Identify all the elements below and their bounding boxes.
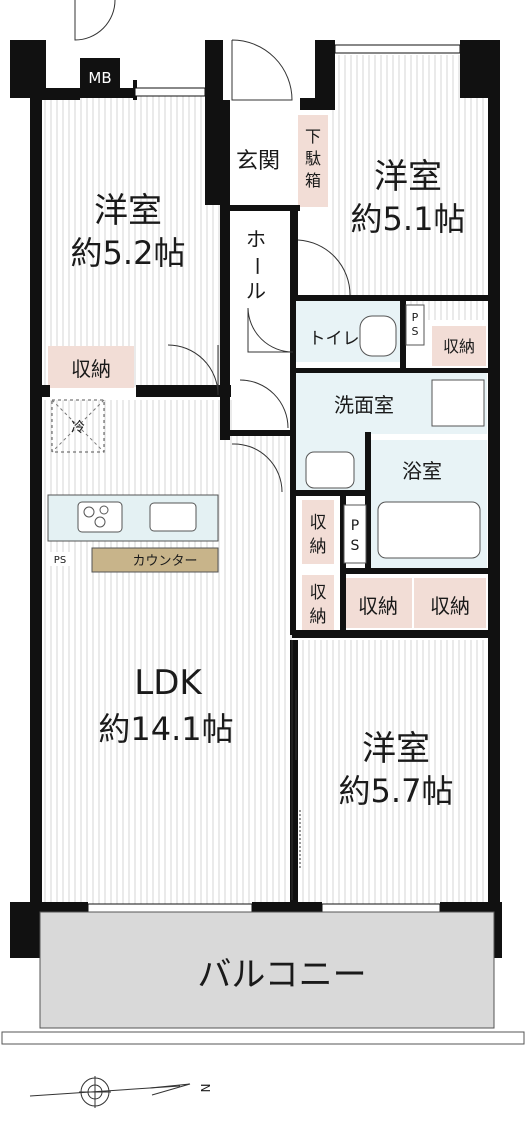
balcony-area [39, 911, 495, 1029]
entrance-label: 玄関 [236, 149, 280, 174]
storage-center-upper [302, 500, 334, 564]
counter-label: カウンター [132, 554, 197, 569]
ps-kitchen-label: PS [54, 555, 66, 566]
room-name-western-nw: 洋室 [94, 191, 162, 231]
burner-1 [83, 506, 95, 518]
floor-western-se [300, 640, 488, 905]
door-swings [74, 0, 351, 493]
entrance-area [220, 115, 298, 205]
room-size-western-nw: 約5.2帖 [71, 234, 186, 272]
storage-nw [48, 346, 134, 388]
storage-se-left-label: 収納 [358, 594, 398, 618]
fridge-space [51, 399, 105, 453]
washing-machine [305, 451, 355, 489]
floor-hall [232, 210, 292, 435]
floor-ldk [40, 400, 292, 905]
hall-char-2: ー [245, 256, 269, 276]
floor-western-ne [330, 55, 488, 320]
ps-toilet-char-1: P [412, 311, 419, 324]
mb-box [80, 58, 120, 98]
bathtub [377, 501, 481, 559]
washroom-label: 洗面室 [334, 393, 394, 417]
room-size-western-ne: 約5.1帖 [351, 200, 466, 238]
ps-center-char-2: S [351, 538, 360, 554]
storage-toilet-label: 収納 [443, 337, 475, 356]
hall-char-3: ル [246, 279, 266, 303]
shoe-box [298, 115, 328, 207]
ps-toilet-box [405, 304, 425, 346]
sliding-doors [291, 640, 301, 900]
burner-3 [94, 516, 106, 528]
storage-se-right [414, 578, 486, 628]
compass-north-label: N [198, 1084, 212, 1093]
bathroom-label: 浴室 [402, 459, 442, 483]
fridge-diag-2 [51, 399, 105, 453]
shoe-box-char-1: 下 [305, 127, 321, 146]
shoe-box-char-3: 箱 [305, 171, 321, 190]
storage-center-lower-char-1: 収 [310, 583, 327, 603]
room-name-western-se: 洋室 [362, 729, 430, 769]
balcony-railing [1, 1031, 525, 1045]
ps-center-box [343, 504, 367, 564]
balcony-label: バルコニー [197, 955, 366, 995]
counter-bar [91, 547, 219, 573]
room-size-western-se: 約5.7帖 [339, 772, 454, 810]
storage-center-upper-char-2: 納 [310, 537, 327, 557]
wash-basin [431, 379, 485, 427]
room-size-ldk: 約14.1帖 [98, 710, 233, 748]
storage-toilet [432, 326, 486, 366]
walls [10, 40, 502, 958]
mb-label: MB [88, 69, 111, 87]
ps-toilet-char-2: S [412, 325, 419, 338]
windows [87, 44, 461, 913]
toilet-label: トイレ [309, 329, 360, 349]
storage-center-lower [302, 575, 334, 630]
room-name-ldk: LDK [134, 663, 203, 703]
ps-center-char-1: P [351, 518, 359, 534]
hall-char-1: ホ [246, 227, 266, 251]
storage-center-upper-char-1: 収 [310, 513, 327, 533]
toilet-bowl [359, 315, 397, 357]
storage-se-left [344, 578, 412, 628]
sink [149, 502, 197, 532]
ps-kitchen-box [48, 552, 72, 566]
compass-icon [29, 1076, 191, 1108]
storage-se-right-label: 収納 [430, 594, 470, 618]
floor-western-nw [40, 95, 220, 387]
room-name-western-ne: 洋室 [374, 157, 442, 197]
storage-center-lower-char-2: 納 [310, 607, 327, 627]
shoe-box-char-2: 駄 [305, 149, 321, 168]
fridge-label: 冷 [71, 420, 85, 436]
burner-2 [99, 505, 109, 515]
storage-nw-label: 収納 [71, 357, 111, 381]
